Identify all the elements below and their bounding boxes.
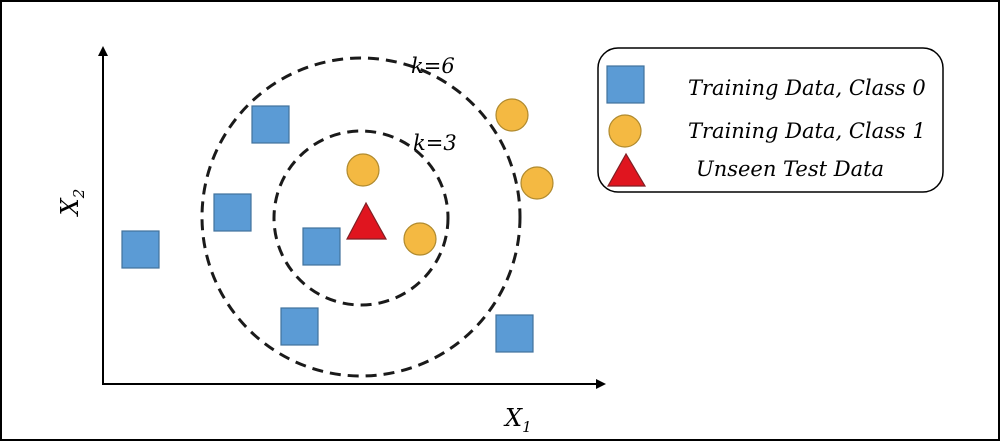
legend: Training Data, Class 0 Training Data, Cl…: [597, 47, 944, 193]
class1-point: [403, 222, 437, 256]
class1-point: [346, 153, 380, 187]
class0-point: [302, 227, 341, 266]
class0-point: [121, 230, 160, 269]
inner-neighborhood-circle: [272, 129, 450, 307]
class0-point: [495, 314, 534, 353]
class1-point: [495, 98, 529, 132]
legend-class0-swatch: [606, 65, 645, 104]
legend-class1-swatch: [608, 114, 642, 148]
legend-class1-label: Training Data, Class 1: [688, 119, 926, 143]
outer-k-label: k=6: [411, 54, 455, 78]
class1-point: [520, 166, 554, 200]
class0-point: [213, 193, 252, 232]
y-axis-label: X2: [56, 189, 88, 218]
legend-test-swatch: [606, 152, 647, 187]
test-point-triangle: [346, 201, 388, 240]
outer-neighborhood-circle: [200, 56, 522, 378]
x-axis-label: X1: [503, 404, 532, 436]
class0-point: [251, 105, 290, 144]
inner-k-label: k=3: [413, 131, 457, 155]
class0-point: [280, 307, 319, 346]
legend-test-label: Unseen Test Data: [696, 157, 884, 181]
legend-box: [597, 47, 944, 193]
legend-class0-label: Training Data, Class 0: [688, 76, 926, 100]
